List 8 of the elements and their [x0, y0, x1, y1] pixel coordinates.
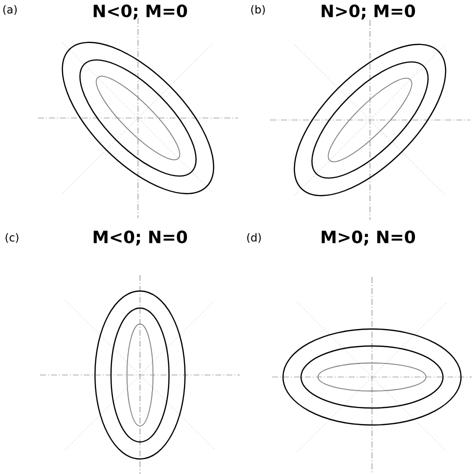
- panel-letter: (d): [247, 233, 261, 243]
- panel-title: M>0; N=0: [322, 230, 416, 246]
- panel-letter: (a): [3, 5, 17, 15]
- panel-title: M<0; N=0: [94, 230, 188, 246]
- panel-title: N<0; M=0: [94, 4, 188, 20]
- panel-title: N>0; M=0: [322, 4, 416, 20]
- panel-letter: (c): [6, 233, 18, 243]
- panel-letter: (b): [251, 5, 265, 15]
